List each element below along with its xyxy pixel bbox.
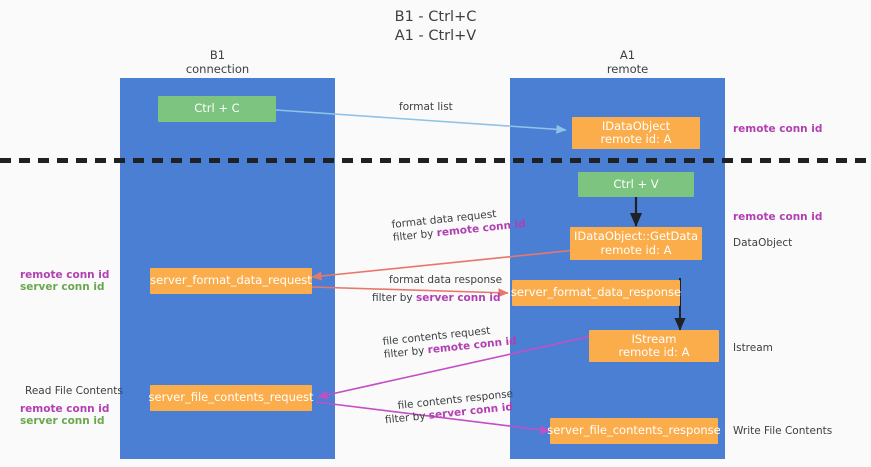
node-istream-label: IStream	[631, 331, 677, 346]
column-header-a1-name: A1	[619, 48, 636, 62]
side-label-dataobject: DataObject	[733, 237, 793, 249]
edge-label-format-data-response-line2: filter by server conn id	[372, 292, 502, 305]
node-ctrl-v[interactable]: Ctrl + V	[578, 172, 694, 197]
node-server-file-contents-request[interactable]: server_file_contents_request	[148, 385, 314, 411]
edge-label-format-data-response-line1: format data response	[389, 274, 503, 286]
side-label-left-remote-conn-id-mid: remote conn id	[20, 269, 110, 281]
filter-prefix: filter by	[384, 409, 430, 427]
side-label-left-remote-conn-id-bottom: remote conn id	[20, 403, 110, 415]
node-ctrl-c-label: Ctrl + C	[194, 101, 240, 116]
diagram-title: B1 - Ctrl+C A1 - Ctrl+V	[0, 8, 871, 46]
column-header-a1-sub: remote	[606, 62, 649, 76]
node-server-file-contents-request-label: server_file_contents_request	[148, 390, 314, 405]
side-label-remote-conn-id-mid: remote conn id	[733, 211, 823, 223]
side-label-write-file-contents: Write File Contents	[733, 425, 833, 437]
edge-label-format-list: format list	[399, 101, 453, 113]
node-getdata-remote-id: remote id: A	[600, 242, 672, 257]
filter-key-server-conn-id: server conn id	[415, 292, 501, 304]
node-istream-remote-id: remote id: A	[618, 345, 690, 359]
node-idataobject[interactable]: IDataObject remote id: A	[572, 117, 700, 149]
node-server-format-data-response-label: server_format_data_response	[510, 285, 682, 300]
node-ctrl-v-label: Ctrl + V	[613, 176, 659, 191]
side-label-istream: Istream	[733, 342, 773, 354]
node-idataobject-remote-id: remote id: A	[600, 132, 672, 146]
node-idataobject-getdata[interactable]: IDataObject::GetData remote id: A	[570, 227, 702, 260]
edge-label-format-data-request: format data request filter by remote con…	[391, 205, 526, 245]
side-label-remote-conn-id-top: remote conn id	[733, 123, 823, 135]
side-label-left-server-conn-id-mid: server conn id	[20, 281, 105, 293]
edge-label-file-contents-response: file contents response filter by server …	[384, 388, 515, 426]
side-label-read-file-contents: Read File Contents	[25, 385, 123, 397]
column-header-b1-sub: connection	[185, 62, 250, 76]
node-getdata-label: IDataObject::GetData	[573, 229, 698, 243]
diagram-title-line2: A1 - Ctrl+V	[394, 28, 477, 44]
node-server-format-data-request[interactable]: server_format_data_request	[150, 268, 312, 294]
node-server-file-contents-response[interactable]: server_file_contents_response	[547, 418, 721, 444]
node-istream[interactable]: IStream remote id: A	[589, 330, 719, 362]
node-idataobject-label: IDataObject	[601, 118, 671, 133]
node-server-format-data-response[interactable]: server_format_data_response	[510, 280, 682, 306]
column-header-b1-name: B1	[209, 48, 226, 62]
node-server-file-contents-response-label: server_file_contents_response	[547, 423, 721, 438]
node-ctrl-c[interactable]: Ctrl + C	[158, 96, 276, 122]
column-header-b1: B1 connection	[155, 48, 280, 76]
diagram-title-line1: B1 - Ctrl+C	[394, 9, 477, 25]
node-server-format-data-request-label: server_format_data_request	[150, 273, 312, 288]
filter-prefix: filter by	[372, 292, 416, 304]
column-header-a1: A1 remote	[565, 48, 690, 76]
edge-label-format-data-response: format data response filter by server co…	[372, 274, 503, 305]
edge-label-file-contents-request: file contents request filter by remote c…	[382, 322, 517, 362]
side-label-left-server-conn-id-bottom: server conn id	[20, 415, 105, 427]
ctrl-c-ctrl-v-divider	[0, 158, 871, 163]
